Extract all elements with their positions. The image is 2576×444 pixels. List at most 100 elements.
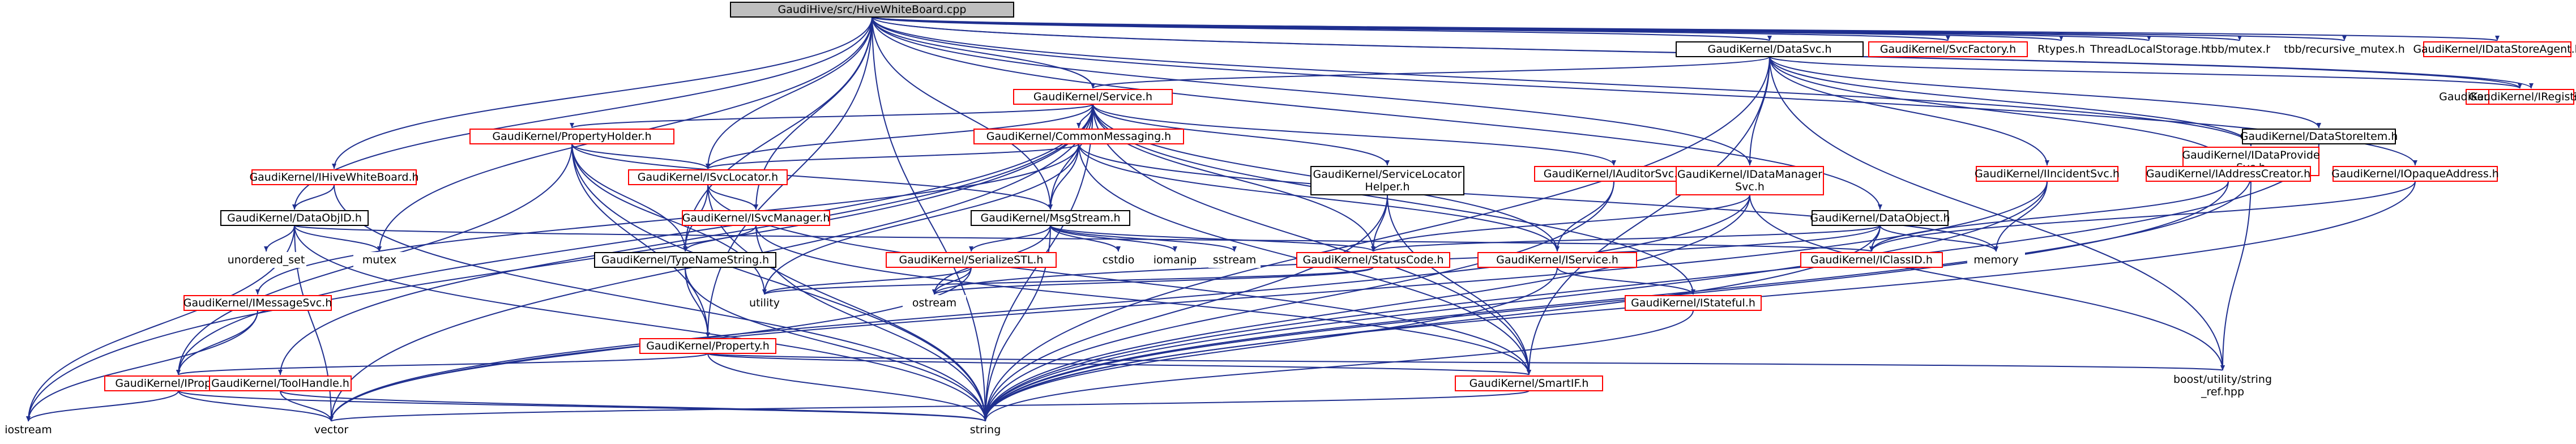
node-label: GaudiKernel/SvcFactory.h: [1880, 43, 2016, 56]
node-n16[interactable]: GaudiKernel/ISvcLocator.h: [628, 169, 788, 185]
edge-n26-to-n34: [1371, 225, 1881, 252]
edge-n23-to-n28: [294, 225, 382, 252]
node-n42[interactable]: GaudiKernel/Property.h: [639, 338, 776, 354]
node-label: GaudiKernel/IStateful.h: [1631, 297, 1755, 309]
node-box: [1310, 166, 1464, 195]
node-box: [971, 210, 1130, 226]
node-label: GaudiKernel/IDataManager: [1677, 168, 1822, 181]
node-label: GaudiKernel/DataStoreItem.h: [2240, 130, 2398, 143]
node-n12[interactable]: GaudiKernel/CommonMessaging.h: [973, 129, 1184, 144]
node-label: Svc.h: [1735, 181, 1765, 193]
node-n36[interactable]: GaudiKernel/IClassID.h: [1800, 252, 1943, 268]
node-n13[interactable]: GaudiKernel/DataStoreItem.h: [2240, 129, 2398, 144]
edge-n12-to-n35: [1078, 143, 1560, 252]
edge-n42-to-n45: [707, 353, 1531, 375]
node-box: [682, 210, 830, 226]
node-n38[interactable]: GaudiKernel/IMessageSvc.h: [183, 295, 332, 311]
edge-n19-to-n49: [983, 194, 1750, 422]
node-box: [736, 295, 793, 311]
node-n1[interactable]: GaudiKernel/DataSvc.h: [1676, 41, 1864, 57]
node-n2[interactable]: GaudiKernel/SvcFactory.h: [1868, 41, 2028, 57]
edge-n1-to-n49: [983, 56, 1770, 422]
edge-n12-to-n37: [1078, 143, 1998, 252]
node-n23[interactable]: GaudiKernel/DataObjID.h: [220, 210, 369, 226]
node-n3: Rtypes.h: [2032, 41, 2090, 57]
node-box: [594, 252, 776, 268]
edge-n24-to-n45: [755, 225, 1531, 375]
node-n26[interactable]: GaudiKernel/DataObject.h: [1810, 210, 1950, 226]
edge-n14-to-n49: [983, 175, 2252, 422]
edge-n11-to-n49: [571, 143, 988, 422]
node-root[interactable]: GaudiHive/src/HiveWhiteBoard.cpp: [730, 2, 1014, 18]
node-n8[interactable]: GaudiKernel/Service.h: [1013, 89, 1173, 105]
edge-n12-to-n38: [255, 143, 1079, 295]
edge-n16-to-n49: [707, 184, 988, 422]
node-n34[interactable]: GaudiKernel/StatusCode.h: [1296, 252, 1450, 268]
node-label: ostream: [912, 297, 956, 309]
node-n7[interactable]: GaudiKernel/IDataStoreAgent.h: [2413, 41, 2576, 57]
node-label: GaudiKernel/SerializeSTL.h: [899, 254, 1044, 266]
node-box: [628, 169, 788, 185]
edge-n26-to-n37: [1879, 225, 1998, 252]
node-n29[interactable]: GaudiKernel/TypeNameString.h: [594, 252, 776, 268]
edge-n8-to-n17: [1092, 104, 1390, 166]
node-n15[interactable]: GaudiKernel/IHiveWhiteBoard.h: [249, 169, 419, 185]
node-n46: boost/utility/string_ref.hpp: [2154, 371, 2291, 400]
node-box: [1676, 41, 1864, 57]
edge-n25-to-n34: [1050, 225, 1375, 252]
node-n30[interactable]: GaudiKernel/SerializeSTL.h: [886, 252, 1057, 268]
node-box: [1976, 166, 2118, 182]
node-n31: cstdio: [1095, 252, 1142, 268]
node-n22[interactable]: GaudiKernel/IOpaqueAddress.h: [2331, 166, 2499, 182]
node-label: GaudiKernel/CommonMessaging.h: [986, 130, 1171, 143]
node-box: [2154, 371, 2291, 400]
node-box: [639, 338, 776, 354]
node-n21[interactable]: GaudiKernel/IAddressCreator.h: [2146, 166, 2311, 182]
edge-n38-to-n47: [26, 310, 258, 422]
node-label: iostream: [5, 424, 52, 436]
edge-root-to-n8: [872, 16, 1095, 89]
edge-n12-to-n39: [762, 143, 1079, 295]
edge-n1-to-n21: [1769, 56, 2231, 166]
edge-n14-to-n46: [2220, 175, 2252, 371]
edge-n15-to-n49: [334, 184, 988, 422]
node-n4: ThreadLocalStorage.h: [2090, 41, 2208, 57]
node-box: [1477, 252, 1637, 268]
node-n10[interactable]: GaudiKernel/IRegistry.h: [2469, 89, 2576, 105]
node-label: unordered_set: [228, 254, 305, 266]
edge-n43-to-n47: [26, 390, 179, 422]
node-label: tbb/recursive_mutex.h: [2284, 43, 2405, 56]
edge-n41-to-n49: [983, 310, 1694, 422]
node-box: [2095, 41, 2203, 57]
node-label: GaudiKernel/IDataStoreAgent.h: [2413, 43, 2576, 56]
node-label: Rtypes.h: [2037, 43, 2085, 56]
node-n35[interactable]: GaudiKernel/IService.h: [1477, 252, 1637, 268]
node-n24[interactable]: GaudiKernel/ISvcManager.h: [682, 210, 830, 226]
node-label: memory: [1973, 254, 2018, 266]
node-n18[interactable]: GaudiKernel/IAuditorSvc.h: [1534, 166, 1694, 182]
edge-root-to-n16: [706, 16, 873, 169]
node-n39: utility: [736, 295, 793, 311]
node-box: [1534, 166, 1694, 182]
node-n37: memory: [1967, 252, 2025, 268]
node-label: GaudiKernel/IAddressCreator.h: [2146, 168, 2310, 180]
node-n44[interactable]: GaudiKernel/ToolHandle.h: [209, 375, 352, 391]
node-n20[interactable]: GaudiKernel/IIncidentSvc.h: [1975, 166, 2120, 182]
edge-n1-to-n45: [1527, 56, 1770, 375]
node-n11[interactable]: GaudiKernel/PropertyHolder.h: [469, 129, 674, 144]
node-n32: iomanip: [1149, 252, 1201, 268]
node-box: [1967, 252, 2025, 268]
node-label: GaudiKernel/IHiveWhiteBoard.h: [249, 171, 418, 183]
edge-n22-to-n36: [1869, 181, 2416, 252]
node-label: GaudiKernel/DataSvc.h: [1707, 43, 1831, 56]
edge-n11-to-n25: [571, 143, 1053, 210]
node-label: GaudiKernel/IMessageSvc.h: [183, 297, 332, 309]
node-box: [220, 210, 369, 226]
node-n45[interactable]: GaudiKernel/SmartIF.h: [1455, 375, 1603, 391]
node-n41[interactable]: GaudiKernel/IStateful.h: [1625, 295, 1762, 311]
node-n25[interactable]: GaudiKernel/MsgStream.h: [971, 210, 1130, 226]
